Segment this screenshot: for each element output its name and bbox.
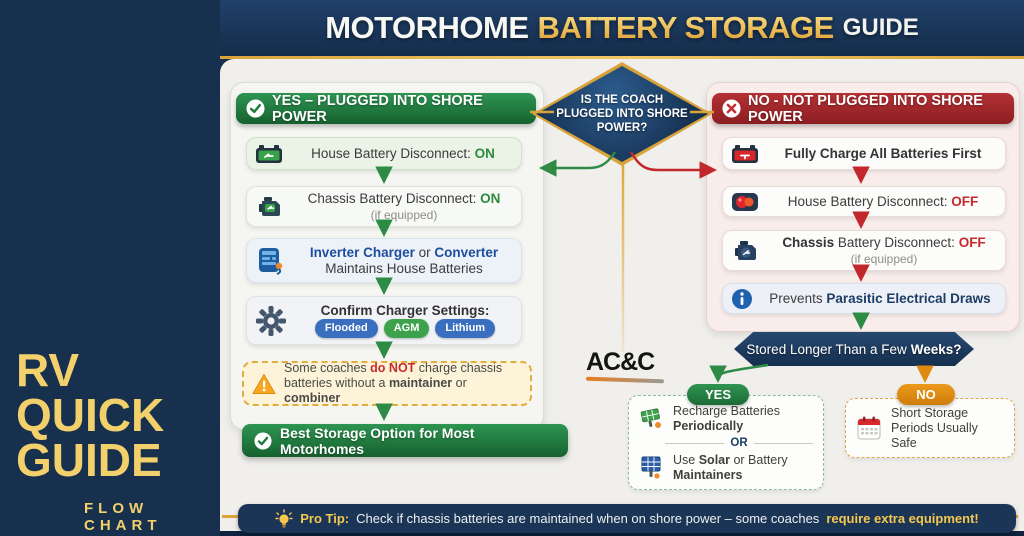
step-confirm-charger-settings: Confirm Charger Settings: Flooded AGM Lith…: [246, 296, 522, 345]
header-band: [220, 0, 1024, 58]
step-label: Confirm Charger Settings:: [320, 303, 490, 318]
step-chassis-battery-on: Chassis Battery Disconnect: ON (if equipp…: [246, 186, 522, 227]
protip-text: Check if chassis batteries are maintaine…: [356, 511, 820, 526]
calendar-icon: [857, 416, 881, 440]
step-label: Battery Disconnect:: [837, 234, 955, 250]
power-switch-icon: [732, 192, 758, 211]
step-value-off: OFF: [958, 234, 986, 250]
yes-result-bar: Best Storage Option for Most Motorhomes: [242, 424, 568, 457]
warning-text: Some coaches do NOT charge chassis batte…: [284, 361, 522, 406]
step-label: Fully Charge All Batteries First: [784, 145, 982, 161]
decision-question: IS THE COACH PLUGGED INTO SHORE POWER?: [556, 94, 688, 134]
warning-icon: [252, 373, 276, 394]
step-bold: Parasitic Electrical Draws: [826, 290, 991, 306]
storage-question-bold: Weeks?: [910, 341, 962, 357]
check-circle-icon: [246, 99, 265, 118]
warning-or: or: [455, 376, 467, 390]
warning-bold1: maintainer: [388, 376, 453, 390]
step-mid: or: [418, 244, 431, 260]
sidebar: RV QUICK GUIDE FLOW CHART: [0, 0, 220, 536]
or-label: OR: [730, 437, 748, 449]
no-outcome-badge: NO: [897, 384, 955, 405]
header-gold-divider: [220, 56, 1024, 59]
check-circle-icon: [254, 431, 272, 450]
warning-box: Some coaches do NOT charge chassis batte…: [242, 361, 532, 406]
x-circle-icon: [722, 99, 741, 118]
step-bold: Chassis: [782, 234, 835, 250]
title-word-guide: GUIDE: [842, 14, 919, 41]
protip-bar: Pro Tip: Check if chassis batteries are …: [238, 504, 1016, 533]
yes-outcome-badge: YES: [687, 384, 749, 405]
engine-icon: [735, 240, 756, 260]
lightbulb-icon: [275, 508, 293, 528]
yes-branch-header: YES – PLUGGED INTO SHORE POWER: [236, 92, 536, 125]
gear-icon: [256, 305, 286, 336]
battery-red-icon: [732, 144, 758, 163]
step-bold: Converter: [434, 244, 499, 260]
solar-line-bold: Solar: [698, 453, 730, 467]
step-label: House Battery Disconnect:: [311, 145, 471, 161]
solar-panel-icon: [641, 456, 661, 479]
page-title: MOTORHOME BATTERY STORAGE GUIDE: [220, 0, 1024, 56]
info-icon: [732, 288, 752, 309]
step-note: (if equipped): [850, 251, 918, 266]
warning-alert: do NOT: [370, 361, 416, 375]
solar-line-a: Use: [673, 453, 696, 467]
recharge-line: Recharge Batteries: [673, 404, 781, 418]
warning-bold2: combiner: [284, 391, 341, 405]
step-fully-charge: Fully Charge All Batteries First: [722, 137, 1006, 170]
step-sub: Maintains House Batteries: [325, 260, 483, 276]
sidebar-title-line2: QUICK: [16, 389, 165, 441]
pill-lithium: Lithium: [435, 319, 496, 338]
solar-line-c: or Battery: [733, 453, 788, 467]
sidebar-title: RV QUICK GUIDE: [16, 344, 165, 486]
step-value-on: ON: [480, 190, 501, 206]
bottom-strip: [220, 531, 1024, 536]
step-label: House Battery Disconnect:: [787, 193, 948, 209]
inverter-icon: [259, 247, 283, 275]
step-house-battery-off: House Battery Disconnect: OFF: [722, 186, 1006, 217]
step-pre: Prevents: [769, 290, 823, 306]
title-word-battery-storage: BATTERY STORAGE: [537, 10, 835, 45]
no-branch-header: NO - NOT PLUGGED INTO SHORE POWER: [712, 92, 1014, 125]
battery-green-icon: [256, 144, 282, 163]
yes-branch-header-label: YES – PLUGGED INTO SHORE POWER: [272, 92, 483, 125]
no-outcome-line1: Short Storage: [891, 405, 969, 420]
step-bold: Inverter Charger: [309, 244, 415, 260]
warning-mid: charge chassis batteries without a: [284, 361, 503, 390]
yes-result-label: Best Storage Option for Most Motorhomes: [280, 424, 475, 457]
sidebar-title-line1: RV: [16, 344, 80, 396]
or-divider: OR: [665, 436, 813, 451]
step-house-battery-on: House Battery Disconnect: ON: [246, 137, 522, 170]
solar-line-bold2: Maintainers: [673, 468, 743, 482]
engine-icon: [259, 196, 280, 216]
sidebar-title-line3: GUIDE: [16, 434, 162, 486]
solar-charge-icon: [640, 408, 661, 428]
no-branch-header-label: NO - NOT PLUGGED INTO SHORE POWER: [748, 92, 983, 125]
protip-label: Pro Tip:: [300, 511, 350, 526]
step-note: (if equipped): [370, 207, 438, 222]
warning-pre: Some coaches: [284, 361, 367, 375]
step-label: Chassis Battery Disconnect:: [307, 190, 477, 206]
storage-question-pre: Stored Longer Than a Few: [746, 341, 907, 357]
no-outcome-line2: Periods Usually Safe: [891, 420, 978, 450]
recharge-bold: Periodically: [673, 419, 744, 433]
pill-flooded: Flooded: [314, 319, 378, 338]
step-value-off: OFF: [951, 193, 979, 209]
step-prevents-parasitic: Prevents Parasitic Electrical Draws: [722, 283, 1006, 314]
sidebar-subtitle: FLOW CHART: [84, 500, 162, 534]
step-value-on: ON: [474, 145, 495, 161]
acc-logo: AC&C: [585, 348, 672, 384]
acc-logo-text: AC&C: [586, 348, 655, 376]
title-word-motorhome: MOTORHOME: [325, 10, 529, 45]
step-chassis-battery-off: Chassis Battery Disconnect: OFF (if equip…: [722, 230, 1006, 271]
pill-agm: AGM: [383, 319, 430, 338]
protip-highlight: require extra equipment!: [826, 511, 979, 526]
